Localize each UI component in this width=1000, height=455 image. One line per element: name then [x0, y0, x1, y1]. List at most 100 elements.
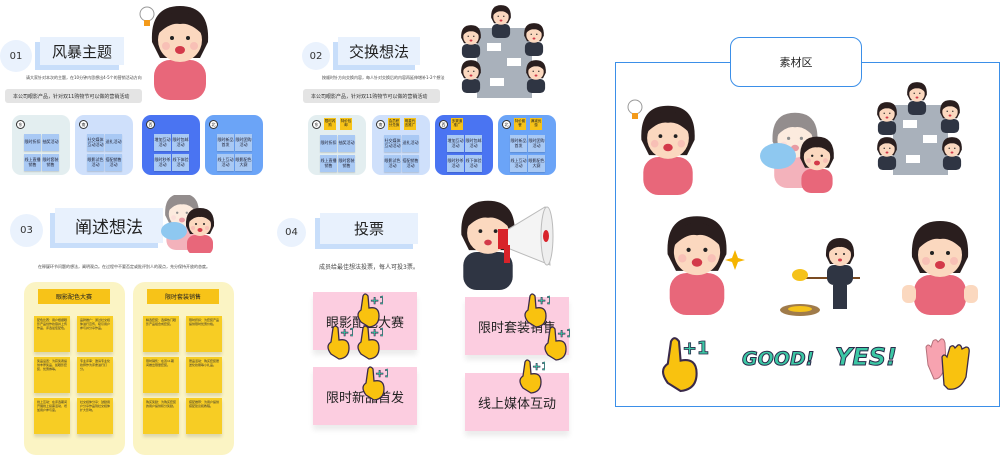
- vote-option[interactable]: 限时新品首发: [313, 366, 417, 425]
- sticky-note[interactable]: 抽奖活动: [42, 134, 59, 151]
- confident-woman-image[interactable]: [655, 210, 745, 320]
- yes-sticker[interactable]: YES!: [834, 343, 898, 372]
- plus-one-vote-icon: [519, 359, 545, 394]
- sticky-note[interactable]: 眼影试色活动: [384, 155, 401, 172]
- vote-option[interactable]: 限时套装销售: [465, 293, 570, 361]
- direction-marker: 南: [79, 120, 88, 129]
- sticky-note[interactable]: 社交媒体互动活动: [87, 134, 104, 151]
- idea-card: 南社交媒体互动活动送礼活动眼影试色活动搭配销售活动 会员积分兑换明星代言推广: [372, 115, 430, 175]
- detail-note[interactable]: 限时折扣：为套装产品提供限时优惠价格。: [186, 316, 222, 352]
- sticky-note[interactable]: 社交媒体互动活动: [384, 135, 401, 152]
- materials-title: 素材区: [730, 37, 862, 87]
- sticky-note[interactable]: 线上直播销售: [320, 155, 337, 172]
- cheering-women-image[interactable]: [748, 108, 840, 196]
- sticky-note[interactable]: 眼影配色大赛: [235, 154, 252, 171]
- added-idea-note[interactable]: 多渠道推广: [451, 118, 463, 130]
- sticky-note[interactable]: 限时新品首发: [217, 134, 234, 151]
- detail-note[interactable]: 购买奖励：为购买套装的用户提供积分奖励。: [143, 398, 179, 434]
- cheering-women-image: [161, 195, 215, 253]
- sticky-note[interactable]: 增加互动活动: [154, 134, 171, 151]
- sticky-note[interactable]: 限时新品首发: [510, 135, 527, 152]
- detail-note[interactable]: 专业评审：邀请专业化妆师作为评委进行打分。: [77, 357, 113, 393]
- added-idea-note[interactable]: 特价包邮: [340, 118, 352, 130]
- sticky-note[interactable]: 眼影配色大赛: [528, 155, 545, 172]
- sticky-note[interactable]: 限时团购活动: [235, 134, 252, 151]
- sticky-note[interactable]: 限时团购活动: [528, 135, 545, 152]
- meeting-image: [452, 3, 557, 115]
- detail-note[interactable]: 配色比赛：用户根据眼影产品创作妆容并上传作品，评选最佳配色。: [34, 316, 70, 352]
- vote-option-label: 线上媒体互动: [477, 396, 556, 412]
- sticky-note[interactable]: 限时套装销售: [338, 155, 355, 172]
- step-number: 03: [10, 214, 43, 247]
- direction-marker: 西: [439, 120, 448, 129]
- sticky-note[interactable]: 限时包邮活动: [465, 135, 482, 152]
- megaphone-woman-image: [461, 200, 554, 290]
- plus-one-sticker[interactable]: [655, 335, 715, 395]
- added-idea-note[interactable]: 满减优惠: [530, 118, 542, 130]
- sticky-note[interactable]: 眼影试色活动: [87, 154, 104, 171]
- detail-note[interactable]: 社交媒体分享：鼓励用户分享作品到社交媒体扩大影响。: [77, 398, 113, 434]
- vote-option[interactable]: 线上媒体互动: [465, 359, 569, 431]
- plus-one-vote-icon: [524, 293, 550, 328]
- added-idea-note[interactable]: 特价套餐: [514, 118, 526, 130]
- section-subtitle: 成员给最佳想法投票，每人可投3票。: [319, 264, 419, 271]
- section-title: 投票: [320, 213, 418, 244]
- happy-woman-image[interactable]: [900, 215, 980, 325]
- plus-one-vote-icon: [362, 366, 388, 401]
- sticky-note[interactable]: 线下体验活动: [172, 154, 189, 171]
- sticky-note[interactable]: 限时套装销售: [42, 154, 59, 171]
- meeting-image[interactable]: [868, 80, 968, 195]
- sticky-note[interactable]: 限时秒杀活动: [154, 154, 171, 171]
- added-idea-note[interactable]: 会员积分兑换: [388, 118, 400, 130]
- digging-coins-woman-image[interactable]: [775, 230, 870, 320]
- sticky-note[interactable]: 限时秒杀活动: [447, 155, 464, 172]
- detail-note[interactable]: 搭配推荐：为用户提供搭配建议和教程。: [186, 398, 222, 434]
- idea-card: 西增加互动活动限时包邮活动限时秒杀活动线下体验活动 多渠道推广: [435, 115, 493, 175]
- detail-note[interactable]: 赠品活动：购买套装赠送化妆刷等小礼品。: [186, 357, 222, 393]
- section-subtitle: 按顺时针方向交换内容，每人针对交换后的内容再延伸增补1-2个想法: [322, 75, 445, 80]
- idea-card: 北限时新品首发限时团购活动线上互动活动眼影配色大赛: [205, 115, 263, 175]
- sticky-note[interactable]: 增加互动活动: [447, 135, 464, 152]
- plus-one-vote-icon: [357, 325, 383, 360]
- vote-option[interactable]: 眼影配色大赛: [313, 292, 417, 360]
- sticky-note[interactable]: 送礼活动: [402, 135, 419, 152]
- idea-card: 东限时折扣抽奖活动线上直播销售限时套装销售 限时闪购特价包邮: [308, 115, 366, 175]
- sticky-note[interactable]: 搭配销售活动: [105, 154, 122, 171]
- sticky-note[interactable]: 搭配销售活动: [402, 155, 419, 172]
- direction-marker: 东: [16, 120, 25, 129]
- good-sticker[interactable]: GOOD!: [741, 348, 815, 371]
- sticky-note[interactable]: 限时折扣: [24, 134, 41, 151]
- sticky-note[interactable]: 抽奖活动: [338, 135, 355, 152]
- vote-option-label: 限时新品首发: [325, 390, 404, 406]
- high-five-sticker[interactable]: [920, 335, 980, 395]
- sticky-note[interactable]: 线上直播销售: [24, 154, 41, 171]
- section-subtitle: 在释疑环节问题的想法，阐明观点。在过程中不要否定或批评别人的观点，充分保持开放的…: [38, 264, 210, 269]
- detail-note[interactable]: 品牌推广：通过社交媒体进行宣传，吸引用户参与并分享作品。: [77, 316, 113, 352]
- section-title: 阐述想法: [55, 208, 163, 243]
- detail-note[interactable]: 奖品设置：为获奖者提供丰厚奖品，如眼影套装、优惠券等。: [34, 357, 70, 393]
- step-number: 04: [277, 218, 306, 247]
- idea-detail-board: 眼影配色大赛配色比赛：用户根据眼影产品创作妆容并上传作品，评选最佳配色。品牌推广…: [24, 282, 125, 455]
- idea-card: 西增加互动活动限时包邮活动限时秒杀活动线下体验活动: [142, 115, 200, 175]
- added-idea-note[interactable]: 明星代言推广: [404, 118, 416, 130]
- sticky-note[interactable]: 限时包邮活动: [172, 134, 189, 151]
- board-title: 限时套装销售: [147, 289, 219, 304]
- sticky-note[interactable]: 线上互动活动: [217, 154, 234, 171]
- detail-note[interactable]: 精选套装：选择热门眼影产品组合成套装。: [143, 316, 179, 352]
- added-idea-note[interactable]: 限时闪购: [324, 118, 336, 130]
- section-title: 交换想法: [338, 37, 420, 65]
- sticky-note[interactable]: 线下体验活动: [465, 155, 482, 172]
- idea-card: 东限时折扣抽奖活动线上直播销售限时套装销售: [12, 115, 70, 175]
- direction-marker: 东: [312, 120, 321, 129]
- detail-note[interactable]: 线上互动：在评选期间开展线上投票活动，增加用户参与度。: [34, 398, 70, 434]
- idea-woman-image: [139, 6, 209, 100]
- detail-note[interactable]: 限时销售：在双11期间推出限量套装。: [143, 357, 179, 393]
- step-number: 02: [302, 42, 330, 70]
- idea-detail-board: 限时套装销售精选套装：选择热门眼影产品组合成套装。限时折扣：为套装产品提供限时优…: [133, 282, 234, 455]
- sticky-note[interactable]: 限时折扣: [320, 135, 337, 152]
- sticky-note[interactable]: 线上互动活动: [510, 155, 527, 172]
- idea-woman-image[interactable]: [625, 95, 705, 195]
- direction-marker: 南: [376, 120, 385, 129]
- sticky-note[interactable]: 送礼活动: [105, 134, 122, 151]
- direction-marker: 西: [146, 120, 155, 129]
